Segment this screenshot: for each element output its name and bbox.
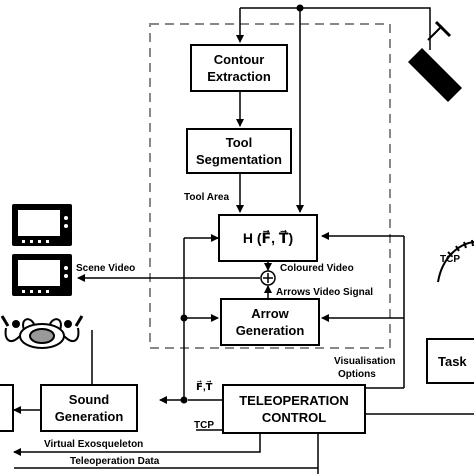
- virtual-exoskeleton-label: Virtual Exosqueleton: [44, 439, 144, 450]
- arrow-gen-line2: Generation: [235, 323, 305, 338]
- task-block: Task: [426, 338, 474, 384]
- contour-line1: Contour: [213, 52, 265, 67]
- tool-seg-line1: Tool: [225, 135, 253, 150]
- arrow-gen-line1: Arrow: [251, 306, 289, 321]
- camera-icon: [408, 20, 462, 102]
- h-block-label: H (F⃗, T⃗): [242, 229, 294, 246]
- teleoperation-data-label: Teleoperation Data: [70, 456, 160, 467]
- ft-label: F⃗,T⃗: [196, 382, 213, 393]
- visualisation-options-label-1: Visualisation: [334, 356, 396, 367]
- summing-junction-icon: [260, 270, 276, 286]
- contour-line2: Extraction: [207, 69, 271, 84]
- task-label: Task: [438, 353, 467, 369]
- sound-gen-line1: Sound: [68, 392, 110, 407]
- gauge-icon: [437, 239, 474, 283]
- teleoperation-control-block: TELEOPERATION CONTROL: [222, 384, 366, 434]
- tool-segmentation-block: Tool Segmentation: [186, 128, 292, 174]
- visualisation-options-label-2: Options: [338, 369, 376, 380]
- scene-video-label: Scene Video: [76, 263, 136, 274]
- tool-area-label: Tool Area: [184, 192, 230, 203]
- monitor-icon: [12, 254, 72, 296]
- teleop-line1: TELEOPERATION: [239, 393, 349, 408]
- left-edge-block: [0, 384, 14, 432]
- sound-generation-block: Sound Generation: [40, 384, 138, 432]
- monitor-icon: [12, 204, 72, 246]
- tcp-right-label: TCP: [440, 254, 460, 265]
- coloured-video-label: Coloured Video: [280, 263, 354, 274]
- arrow-generation-block: Arrow Generation: [220, 298, 320, 346]
- contour-extraction-block: Contour Extraction: [190, 44, 288, 92]
- virtual-exo-line: [13, 434, 261, 456]
- processing-region-dashed-border: [149, 23, 391, 349]
- operator-icon: [0, 315, 84, 349]
- tcp-left-label: TCP: [194, 420, 214, 431]
- sound-gen-line2: Generation: [54, 409, 124, 424]
- h-function-block: H (F⃗, T⃗): [218, 214, 318, 262]
- teleop-line2: CONTROL: [261, 410, 327, 425]
- junction-dot-ft-mid: [180, 314, 188, 322]
- arrows-video-signal-label: Arrows Video Signal: [276, 287, 374, 298]
- tool-seg-line2: Segmentation: [196, 152, 282, 167]
- junction-dot-camera: [296, 4, 304, 12]
